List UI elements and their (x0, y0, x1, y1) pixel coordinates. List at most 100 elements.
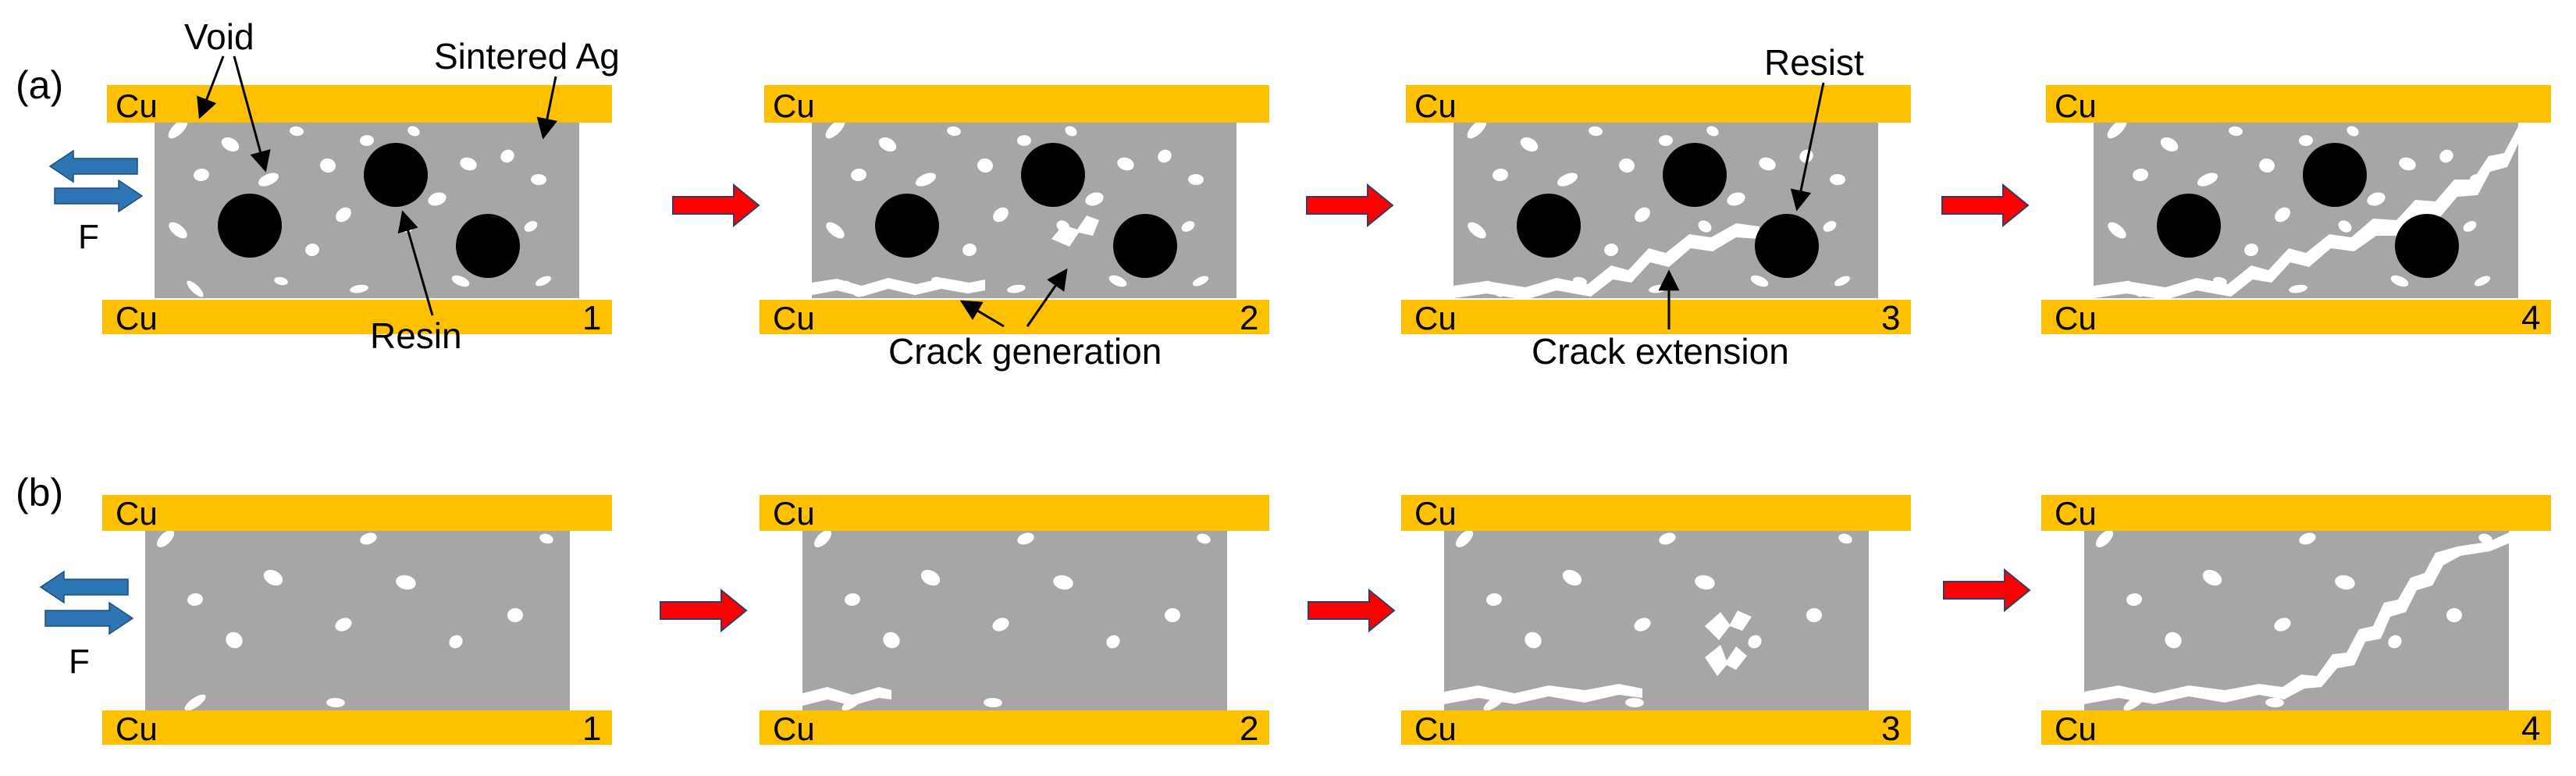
sintered-ag-annotation: Sintered Ag (434, 36, 620, 77)
void (2160, 137, 2179, 152)
void (1625, 697, 1644, 708)
panel-a4: Cu Cu 4 (2041, 85, 2551, 337)
cu-bottom-label: Cu (2055, 710, 2097, 747)
crack-generation (812, 278, 985, 297)
resin-pointer (397, 210, 434, 316)
void (320, 158, 336, 173)
cu-bottom-layer (102, 300, 612, 334)
void (2347, 126, 2359, 137)
void (194, 168, 209, 182)
void (1181, 221, 1195, 232)
void (1659, 134, 1673, 147)
void (500, 149, 514, 163)
void (274, 276, 288, 286)
void (428, 192, 447, 206)
void (1197, 533, 1211, 544)
force-arrow-right (54, 179, 144, 213)
crack-generation-inner (1051, 215, 1099, 247)
cu-top-label: Cu (1414, 87, 1457, 124)
void (1085, 192, 1104, 206)
void-pointer (233, 55, 271, 173)
void (1165, 607, 1180, 623)
force-arrow-right (44, 601, 134, 635)
void (825, 119, 845, 139)
resin-annotation: Resin (370, 315, 462, 356)
void (1017, 134, 1031, 147)
void (1455, 529, 1474, 548)
void (1830, 173, 1845, 186)
cu-bottom-label: Cu (773, 300, 815, 336)
void (1486, 593, 1502, 607)
void (1065, 126, 1077, 137)
void (539, 533, 553, 544)
crack-generation-annotation: Crack generation (888, 331, 1162, 372)
void (258, 173, 279, 187)
void (535, 276, 552, 287)
annotations-a: Void Sintered Ag Resin Crack generation … (184, 16, 1864, 372)
void (360, 134, 374, 147)
void (1806, 607, 1822, 623)
cu-top-layer (102, 495, 612, 531)
void-cluster (1467, 119, 1851, 297)
row-b: (b) F Cu Cu 1 Cu Cu 2 (16, 471, 2551, 748)
force-arrows-b: F (39, 570, 134, 681)
void-pointer (197, 55, 225, 119)
crack-generation-pointer (959, 300, 1005, 328)
step-arrow (1306, 183, 1394, 228)
step-number: 1 (582, 299, 601, 337)
crack-extension (1453, 223, 1759, 300)
cu-bottom-label: Cu (116, 300, 158, 336)
void (1108, 275, 1127, 287)
void (1634, 618, 1651, 632)
cu-top-label: Cu (1414, 495, 1457, 532)
void (1525, 632, 1542, 649)
void (2399, 157, 2416, 171)
void (360, 532, 377, 545)
sintered-ag-matrix (145, 528, 570, 710)
panel-a3: Cu Cu 3 (1401, 85, 1911, 337)
void (1493, 168, 1508, 182)
void (336, 207, 351, 222)
panel-a1: Cu Cu 1 (102, 85, 612, 337)
sintered-ag-pointer (536, 76, 558, 140)
void (1557, 173, 1578, 187)
void (1562, 569, 1582, 586)
void (1589, 126, 1603, 137)
void (915, 173, 937, 187)
void (2289, 284, 2307, 294)
void (1468, 222, 1486, 239)
void (2463, 221, 2477, 232)
void-cluster (168, 119, 552, 297)
void (1838, 533, 1852, 544)
void (187, 593, 203, 607)
void (2197, 173, 2218, 187)
step-number: 4 (2521, 299, 2540, 337)
force-label-b: F (69, 643, 90, 681)
void (407, 126, 420, 137)
step-number: 3 (1881, 299, 1900, 337)
cu-bottom-layer (760, 300, 1269, 334)
cu-top-layer (1401, 495, 1911, 531)
void (396, 575, 416, 590)
row-b-label: (b) (16, 471, 63, 514)
resin-particle (2303, 143, 2367, 207)
void-cluster (1455, 529, 1852, 711)
resin-particle (2395, 214, 2459, 278)
void (992, 618, 1009, 632)
void (947, 126, 961, 137)
void (2274, 618, 2291, 632)
cu-bottom-layer (102, 710, 612, 745)
void (1619, 158, 1635, 173)
resist-pointer (1790, 82, 1825, 212)
void-cluster (2095, 529, 2492, 711)
resin-particle (218, 194, 282, 258)
void (524, 221, 538, 232)
void (1706, 126, 1719, 137)
cu-top-layer (1406, 85, 1911, 123)
void (1698, 220, 1712, 233)
cu-bottom-layer (1401, 710, 1911, 745)
void (305, 243, 319, 257)
void (2335, 575, 2355, 590)
void (2108, 222, 2126, 239)
